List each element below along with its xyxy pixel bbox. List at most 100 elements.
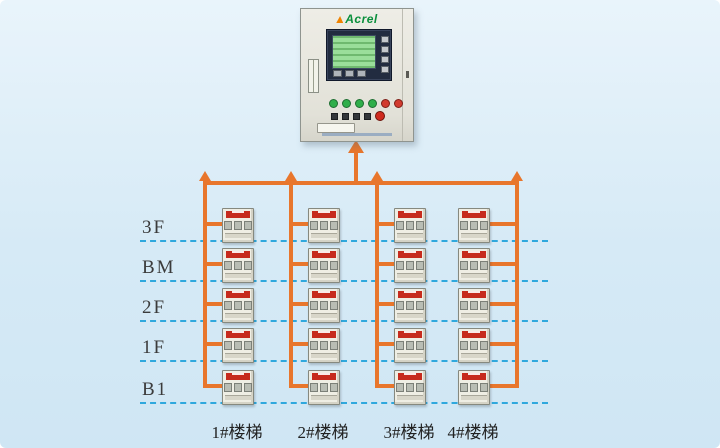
branch-line bbox=[203, 342, 222, 346]
device-label-strip bbox=[462, 211, 486, 218]
device-indicators bbox=[459, 301, 489, 310]
device-indicators bbox=[459, 221, 489, 230]
device-indicators bbox=[309, 301, 339, 310]
device-indicators bbox=[223, 301, 253, 310]
device-base bbox=[461, 395, 487, 400]
device-base bbox=[311, 313, 337, 318]
device-indicators bbox=[223, 383, 253, 392]
device-label-strip bbox=[462, 291, 486, 298]
device-indicators bbox=[395, 301, 425, 310]
floor-label-2f: 2F bbox=[142, 297, 167, 318]
fire-monitor-device bbox=[394, 370, 426, 405]
device-indicators bbox=[309, 383, 339, 392]
device-label-strip bbox=[226, 251, 250, 258]
device-indicators bbox=[309, 221, 339, 230]
fire-monitor-device bbox=[222, 288, 254, 323]
fire-monitor-device bbox=[308, 370, 340, 405]
branch-line bbox=[375, 384, 394, 388]
branch-line bbox=[488, 384, 519, 388]
device-label-strip bbox=[226, 291, 250, 298]
branch-line bbox=[289, 342, 308, 346]
cabinet-lock-icon bbox=[406, 71, 409, 78]
floor-label-1f: 1F bbox=[142, 337, 167, 358]
device-indicators bbox=[309, 261, 339, 270]
indicator-lights bbox=[329, 99, 403, 108]
device-indicators bbox=[223, 261, 253, 270]
fire-monitor-device bbox=[458, 248, 490, 283]
branch-line bbox=[375, 262, 394, 266]
fire-monitor-device bbox=[458, 288, 490, 323]
device-base bbox=[461, 353, 487, 358]
cabinet-display bbox=[326, 29, 392, 81]
column-line-1 bbox=[203, 181, 207, 388]
device-label-strip bbox=[226, 373, 250, 380]
brand-logo: Acrel bbox=[301, 12, 413, 26]
device-base bbox=[461, 273, 487, 278]
fire-monitor-device bbox=[222, 208, 254, 243]
device-base bbox=[311, 395, 337, 400]
arrow-up-icon bbox=[199, 171, 211, 181]
device-label-strip bbox=[398, 291, 422, 298]
device-label-strip bbox=[462, 251, 486, 258]
fire-monitor-device bbox=[458, 370, 490, 405]
screen-buttons bbox=[381, 36, 389, 73]
device-base bbox=[225, 233, 251, 238]
control-buttons bbox=[331, 111, 385, 121]
fire-monitor-device bbox=[308, 328, 340, 363]
branch-line bbox=[203, 262, 222, 266]
fire-monitor-device bbox=[222, 248, 254, 283]
fire-monitor-device bbox=[222, 328, 254, 363]
device-label-strip bbox=[312, 331, 336, 338]
device-base bbox=[397, 233, 423, 238]
fire-monitor-device bbox=[458, 208, 490, 243]
device-indicators bbox=[309, 341, 339, 350]
device-indicators bbox=[223, 341, 253, 350]
device-indicators bbox=[395, 341, 425, 350]
acrel-logo-icon bbox=[336, 16, 344, 23]
fire-monitor-device bbox=[222, 370, 254, 405]
device-label-strip bbox=[398, 331, 422, 338]
column-line-4 bbox=[515, 181, 519, 388]
floor-label-bm: BM bbox=[142, 257, 176, 278]
device-base bbox=[397, 273, 423, 278]
floor-line-bm bbox=[140, 280, 548, 282]
floor-label-3f: 3F bbox=[142, 217, 167, 238]
floor-line-2f bbox=[140, 320, 548, 322]
device-base bbox=[225, 313, 251, 318]
column-line-3 bbox=[375, 181, 379, 388]
arrow-up-icon bbox=[511, 171, 523, 181]
stair-label-1: 1#楼梯 bbox=[211, 423, 263, 442]
arrow-up-icon bbox=[348, 140, 364, 153]
branch-line bbox=[488, 262, 519, 266]
stair-label-4: 4#楼梯 bbox=[447, 423, 499, 442]
device-base bbox=[397, 313, 423, 318]
device-label-strip bbox=[226, 211, 250, 218]
device-label-strip bbox=[312, 373, 336, 380]
device-indicators bbox=[223, 221, 253, 230]
device-indicators bbox=[459, 261, 489, 270]
device-base bbox=[225, 395, 251, 400]
branch-line bbox=[375, 342, 394, 346]
device-indicators bbox=[395, 383, 425, 392]
device-label-strip bbox=[462, 331, 486, 338]
branch-line bbox=[203, 384, 222, 388]
device-base bbox=[461, 313, 487, 318]
branch-line bbox=[488, 342, 519, 346]
branch-line bbox=[289, 222, 308, 226]
monitoring-cabinet: Acrel bbox=[300, 8, 414, 142]
fire-monitor-device bbox=[308, 208, 340, 243]
trunk-line bbox=[203, 181, 519, 185]
device-base bbox=[461, 233, 487, 238]
device-label-strip bbox=[312, 211, 336, 218]
device-base bbox=[225, 353, 251, 358]
stair-label-2: 2#楼梯 bbox=[297, 423, 349, 442]
branch-line bbox=[289, 384, 308, 388]
fire-monitor-device bbox=[458, 328, 490, 363]
device-base bbox=[397, 395, 423, 400]
printer-slot bbox=[317, 123, 355, 133]
device-label-strip bbox=[398, 211, 422, 218]
arrow-up-icon bbox=[285, 171, 297, 181]
column-line-2 bbox=[289, 181, 293, 388]
floor-line-b1 bbox=[140, 402, 548, 404]
